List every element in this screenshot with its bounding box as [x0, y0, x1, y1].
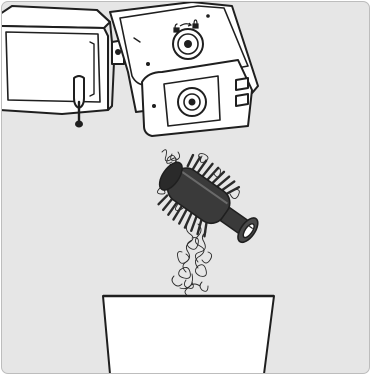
trash-bin	[103, 296, 274, 373]
vacuum-body	[2, 6, 124, 127]
brush-roll	[145, 144, 273, 262]
instruction-illustration	[2, 2, 369, 373]
brush-housing	[110, 2, 258, 136]
